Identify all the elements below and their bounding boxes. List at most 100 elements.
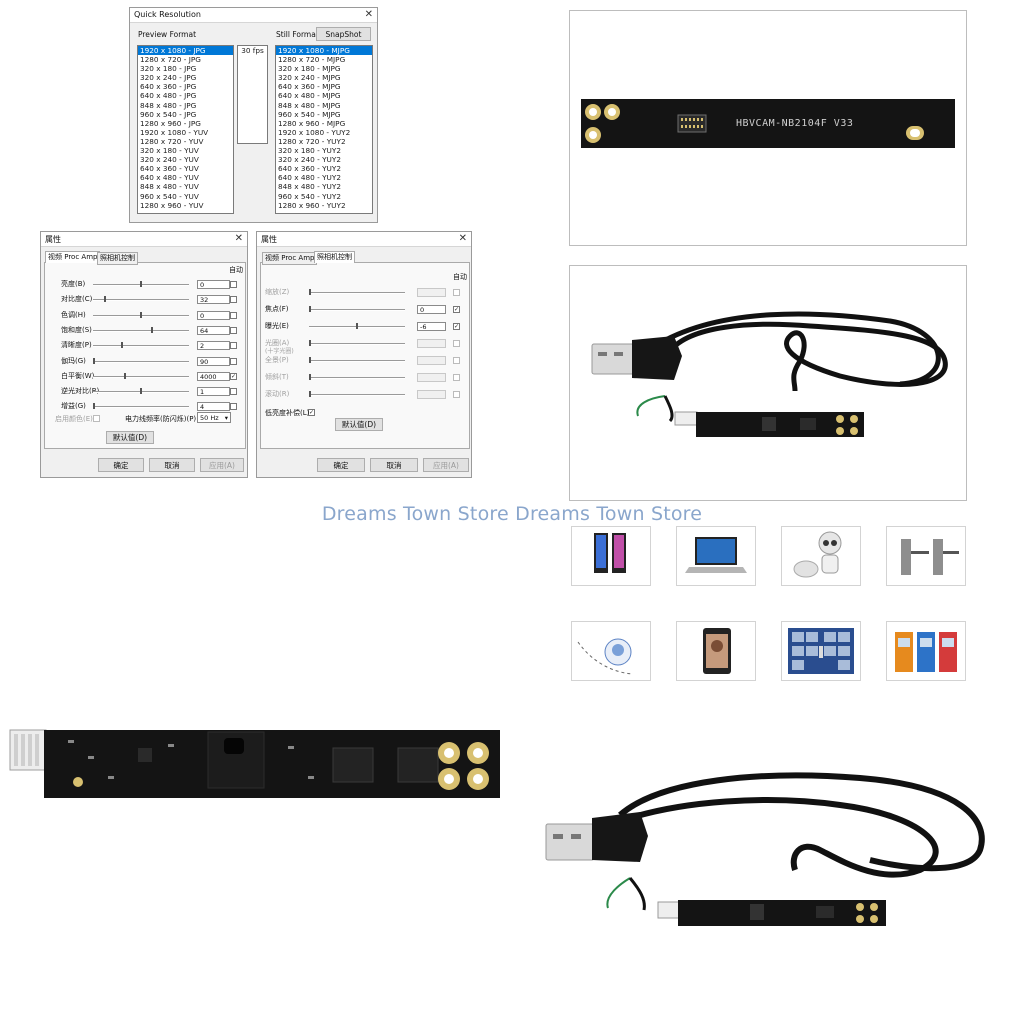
list-item[interactable]: 640 x 480 - MJPG [278, 91, 341, 101]
property-slider-thumb[interactable] [309, 357, 311, 363]
ok-button[interactable]: 确定 [317, 458, 365, 472]
cancel-button[interactable]: 取消 [149, 458, 195, 472]
property-slider-track[interactable] [309, 377, 405, 379]
property-slider-track[interactable] [93, 345, 189, 347]
auto-checkbox[interactable]: ✓ [453, 306, 460, 313]
property-value-field[interactable]: 1 [197, 387, 230, 396]
cancel-button[interactable]: 取消 [370, 458, 418, 472]
property-slider-thumb[interactable] [124, 373, 126, 379]
list-item[interactable]: 320 x 180 - YUV [140, 146, 199, 156]
property-slider-thumb[interactable] [121, 342, 123, 348]
tab-video-proc-amp[interactable]: 视频 Proc Amp [45, 251, 101, 263]
list-item[interactable]: 848 x 480 - MJPG [278, 100, 341, 110]
tab-camera-control[interactable]: 照相机控制 [97, 252, 138, 265]
list-item[interactable]: 640 x 480 - YUY2 [278, 173, 341, 183]
property-slider-thumb[interactable] [140, 388, 142, 394]
list-item[interactable]: 640 x 360 - JPG [140, 82, 197, 92]
property-slider-thumb[interactable] [309, 374, 311, 380]
list-item[interactable]: 1280 x 720 - YUV [140, 136, 204, 146]
list-item[interactable]: 320 x 240 - MJPG [278, 73, 341, 83]
property-slider-track[interactable] [309, 360, 405, 362]
list-item[interactable]: 320 x 180 - MJPG [278, 64, 341, 74]
property-value-field[interactable]: -6 [417, 322, 446, 331]
auto-checkbox[interactable] [453, 391, 460, 398]
list-item[interactable]: 1920 x 1080 - MJPG [276, 46, 372, 56]
property-value-field[interactable] [417, 390, 446, 399]
list-item[interactable]: 960 x 540 - YUV [140, 191, 199, 201]
auto-checkbox[interactable] [453, 289, 460, 296]
property-slider-track[interactable] [309, 343, 405, 345]
list-item[interactable]: 1280 x 960 - YUY2 [278, 200, 346, 210]
auto-checkbox[interactable] [230, 403, 237, 410]
property-slider-thumb[interactable] [309, 340, 311, 346]
auto-checkbox[interactable] [453, 340, 460, 347]
property-value-field[interactable] [417, 356, 446, 365]
ok-button[interactable]: 确定 [98, 458, 144, 472]
auto-checkbox[interactable] [230, 342, 237, 349]
apply-button[interactable]: 应用(A) [423, 458, 469, 472]
auto-checkbox[interactable] [230, 312, 237, 319]
property-slider-track[interactable] [309, 394, 405, 396]
list-item[interactable]: 320 x 180 - JPG [140, 64, 197, 74]
property-slider-thumb[interactable] [140, 312, 142, 318]
property-slider-track[interactable] [93, 299, 189, 301]
property-value-field[interactable]: 90 [197, 357, 230, 366]
list-item[interactable]: 1920 x 1080 - YUY2 [278, 127, 351, 137]
list-item[interactable]: 1280 x 960 - JPG [140, 118, 201, 128]
property-value-field[interactable]: 32 [197, 295, 230, 304]
list-item[interactable]: 640 x 360 - MJPG [278, 82, 341, 92]
list-item[interactable]: 848 x 480 - YUY2 [278, 182, 341, 192]
tab-video-proc-amp[interactable]: 视频 Proc Amp [262, 252, 318, 265]
property-value-field[interactable]: 64 [197, 326, 230, 335]
property-slider-thumb[interactable] [104, 296, 106, 302]
auto-checkbox[interactable] [453, 357, 460, 364]
property-slider-track[interactable] [309, 292, 405, 294]
property-slider-track[interactable] [309, 309, 405, 311]
property-slider-track[interactable] [93, 361, 189, 363]
list-item[interactable]: 1280 x 720 - JPG [140, 55, 201, 65]
auto-checkbox[interactable] [230, 296, 237, 303]
list-item[interactable]: 320 x 240 - YUV [140, 155, 199, 165]
list-item[interactable]: 320 x 180 - YUY2 [278, 146, 341, 156]
default-button[interactable]: 默认值(D) [106, 431, 154, 444]
auto-checkbox[interactable]: ✓ [453, 323, 460, 330]
list-item[interactable]: 960 x 540 - MJPG [278, 109, 341, 119]
auto-checkbox[interactable] [230, 388, 237, 395]
list-item[interactable]: 848 x 480 - JPG [140, 100, 197, 110]
close-icon[interactable]: ✕ [234, 233, 243, 244]
auto-checkbox[interactable] [453, 374, 460, 381]
list-item[interactable]: 640 x 480 - YUV [140, 173, 199, 183]
property-slider-thumb[interactable] [356, 323, 358, 329]
list-item[interactable]: 1920 x 1080 - YUV [140, 127, 209, 137]
list-item[interactable]: 1280 x 960 - MJPG [278, 118, 346, 128]
property-slider-track[interactable] [93, 406, 189, 408]
property-slider-thumb[interactable] [309, 306, 311, 312]
list-item[interactable]: 848 x 480 - YUV [140, 182, 199, 192]
list-item[interactable]: 960 x 540 - YUY2 [278, 191, 341, 201]
default-button[interactable]: 默认值(D) [335, 418, 383, 431]
fps-list[interactable]: 30 fps [237, 45, 268, 144]
property-slider-thumb[interactable] [140, 281, 142, 287]
auto-checkbox[interactable]: ✓ [230, 373, 237, 380]
property-slider-track[interactable] [93, 376, 189, 378]
property-value-field[interactable]: 4 [197, 402, 230, 411]
property-value-field[interactable]: 0 [417, 305, 446, 314]
list-item[interactable]: 1280 x 720 - YUY2 [278, 136, 346, 146]
list-item[interactable]: 1280 x 960 - YUV [140, 200, 204, 210]
list-item[interactable]: 320 x 240 - JPG [140, 73, 197, 83]
close-icon[interactable]: ✕ [364, 9, 373, 20]
property-value-field[interactable]: 4000 [197, 372, 230, 381]
list-item[interactable]: 960 x 540 - JPG [140, 109, 197, 119]
property-slider-thumb[interactable] [309, 391, 311, 397]
list-item[interactable]: 1920 x 1080 - JPG [138, 46, 233, 56]
property-value-field[interactable]: 2 [197, 341, 230, 350]
low-light-checkbox[interactable]: ✓ [308, 409, 315, 416]
auto-checkbox[interactable] [230, 358, 237, 365]
property-value-field[interactable] [417, 373, 446, 382]
property-slider-track[interactable] [93, 330, 189, 332]
apply-button[interactable]: 应用(A) [200, 458, 244, 472]
list-item[interactable]: 320 x 240 - YUY2 [278, 155, 341, 165]
list-item[interactable]: 1280 x 720 - MJPG [278, 55, 346, 65]
